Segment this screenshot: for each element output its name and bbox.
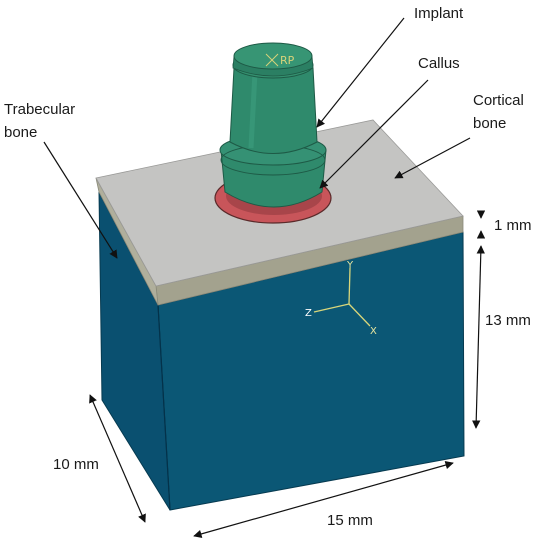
- trabecular-bone-block: [98, 191, 465, 511]
- trabecular-label-line2: bone: [4, 124, 37, 141]
- implant-cap-top: [233, 42, 313, 70]
- axis-y-label: Y: [346, 260, 354, 271]
- axis-x-label: X: [370, 326, 377, 337]
- dim-13mm-label: 13 mm: [485, 312, 531, 329]
- callus-leader-arrow: [319, 79, 429, 189]
- dim-10mm-label: 10 mm: [53, 456, 99, 473]
- implant-leader-arrow: [316, 17, 405, 128]
- trabecular-label-line1: Trabecular: [4, 101, 75, 118]
- implant-label: Implant: [414, 5, 464, 22]
- implant-shading-line: [248, 71, 258, 149]
- axis-y-line: [348, 267, 351, 305]
- dim-10mm-arrow: [89, 394, 146, 523]
- coordinate-triad: Y Z X: [305, 260, 377, 337]
- annotation-labels: Implant Callus Cortical bone Trabecular …: [4, 5, 532, 529]
- trabecular-leader-arrow: [43, 141, 118, 259]
- trabecular-front-edge: [157, 304, 171, 511]
- callus-label: Callus: [418, 55, 460, 72]
- dim-13mm-arrow: [472, 245, 485, 429]
- dim-1mm-label: 1 mm: [494, 217, 532, 234]
- implant-upper-shaft: [229, 67, 318, 154]
- axis-z-label: Z: [305, 308, 312, 319]
- axis-x-line: [348, 303, 371, 327]
- leader-arrows: [43, 17, 471, 259]
- cortical-label-line1: Cortical: [473, 92, 524, 109]
- cortical-leader-arrow: [394, 137, 471, 179]
- implant-body: RP: [219, 42, 327, 208]
- dimension-arrows: [89, 210, 486, 538]
- dim-15mm-label: 15 mm: [327, 512, 373, 529]
- axis-z-line: [313, 303, 350, 313]
- reference-point-label: RP: [280, 54, 295, 67]
- cortical-label-line2: bone: [473, 115, 506, 132]
- implant-lower-flange: [220, 149, 327, 208]
- dim-15mm-arrow: [193, 461, 454, 538]
- reference-point-marker-b: [265, 53, 279, 67]
